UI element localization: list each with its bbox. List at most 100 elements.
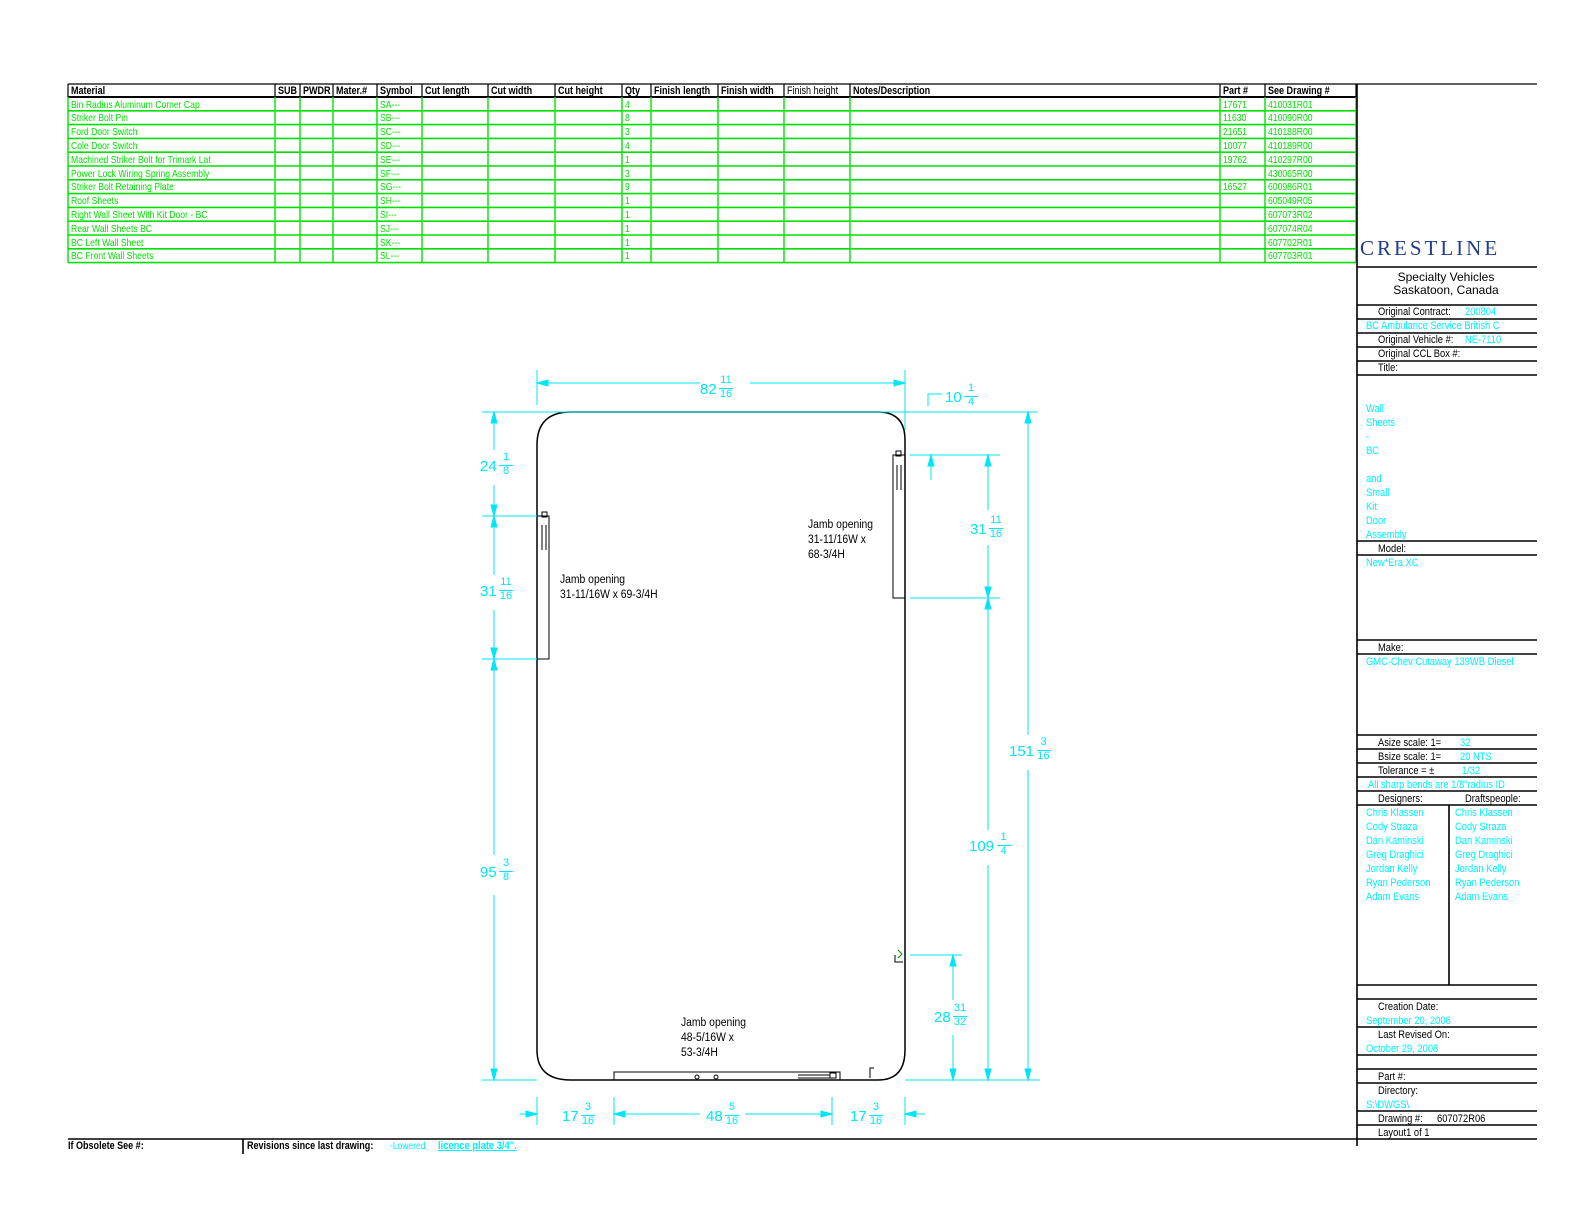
dim-fraction-bar [996, 845, 1011, 846]
cell-symbol: SD--- [380, 139, 401, 152]
cell-symbol: SH--- [380, 195, 401, 208]
dim-numerator: 1 [967, 382, 975, 394]
dim-whole: 24 [480, 458, 497, 475]
cell-symbol: SK--- [380, 236, 401, 249]
make-value: GMC-Chev Cutaway 139WB Diesel [1366, 656, 1514, 668]
bom-row-lines [68, 110, 1356, 264]
revisions-value: licence plate 3/4". [438, 1140, 517, 1152]
col-header: Cut length [425, 85, 470, 97]
dim-denominator: 8 [502, 871, 510, 883]
cell-symbol: SG--- [380, 181, 402, 194]
cell-drawing: 607703R01 [1268, 250, 1313, 263]
dim-whole: 31 [970, 521, 987, 538]
creation-date-label: Creation Date: [1378, 1001, 1439, 1013]
bottom-jamb [613, 1067, 874, 1081]
dim-denominator: 16 [499, 590, 513, 602]
designer-name: Cody Straza [1366, 821, 1418, 833]
model-value: New*Era XC [1366, 557, 1419, 569]
title-line: Wall [1366, 403, 1384, 415]
cell-symbol: SB--- [380, 112, 401, 125]
designer-name: Chris Klassen [1366, 807, 1424, 819]
note-left-jamb: Jamb opening 31-11/16W x 69-3/4H [560, 574, 658, 601]
designer-name: Greg Draghici [1366, 849, 1424, 861]
cell-symbol: SI--- [380, 208, 397, 221]
dim-numerator: 3 [502, 857, 510, 869]
dim-whole: 28 [934, 1009, 951, 1026]
dim-numerator: 5 [728, 1101, 736, 1113]
dim-whole: 17 [850, 1108, 867, 1125]
creation-date-value: September 20, 2006 [1366, 1015, 1451, 1027]
dim-denominator: 8 [502, 465, 510, 477]
original-ccl-label: Original CCL Box #: [1378, 348, 1461, 360]
make-label: Make: [1378, 642, 1404, 654]
title-block-lines [68, 84, 1537, 1154]
cell-qty: 1 [625, 153, 630, 166]
cell-material: Cole Door Switch [71, 139, 138, 152]
designer-name: Ryan Pederson [1366, 877, 1431, 889]
dim-numerator: 3 [1040, 736, 1047, 748]
cell-material: BC Left Wall Sheet [71, 236, 144, 249]
dim-denominator: 16 [725, 1115, 739, 1127]
tolerance-label: Tolerance = ± [1378, 765, 1435, 777]
designer-name: Dan Kaminski [1366, 835, 1424, 847]
dim-numerator: 11 [990, 514, 1002, 526]
cell-drawing: 410297R00 [1268, 153, 1313, 166]
draftsperson-name: Greg Draghici [1455, 849, 1513, 861]
col-header: Symbol [380, 85, 413, 97]
dim-denominator: 4 [967, 396, 975, 408]
draftsperson-name: Adam Evans [1455, 891, 1509, 903]
dim-numerator: 3 [584, 1101, 592, 1113]
cell-qty: 3 [625, 167, 630, 180]
cell-drawing: 410189R00 [1268, 139, 1313, 152]
draftsperson-name: Chris Klassen [1455, 807, 1513, 819]
original-vehicle-value: NE-7110 [1465, 334, 1502, 346]
title-label: Title: [1378, 362, 1398, 374]
bsize-value: 20 NTS [1460, 751, 1492, 763]
cell-material: Ford Door Switch [71, 126, 138, 139]
cell-qty: 4 [625, 139, 630, 152]
dim-numerator: 31 [953, 1002, 967, 1014]
company-name: Specialty Vehicles [1397, 270, 1495, 284]
dim-whole: 82 [700, 381, 717, 398]
dim-fraction-bar [499, 590, 513, 591]
dim-denominator: 16 [869, 1115, 883, 1127]
original-contract-label: Original Contract: [1378, 306, 1451, 318]
title-line: Sheets [1366, 417, 1396, 429]
cell-part: 10077 [1223, 139, 1247, 152]
draftsperson-name: Jordan Kelly [1455, 863, 1507, 875]
cell-material: Striker Bolt Retaining Plate [71, 181, 174, 194]
asize-value: 32 [1460, 737, 1471, 749]
designers-label: Designers: [1378, 793, 1423, 805]
cell-material: BC Front Wall Sheets [71, 250, 154, 263]
cell-symbol: SC--- [380, 126, 401, 139]
cell-material: Striker Bolt Pin [71, 112, 128, 125]
col-header: SUB [278, 85, 298, 97]
dim-fraction-bar [499, 465, 513, 466]
title-line: Small [1366, 487, 1390, 499]
dimension-lines [482, 370, 1040, 1125]
draftspeople-label: Draftspeople: [1465, 793, 1521, 805]
last-revised-label: Last Revised On: [1378, 1029, 1450, 1041]
cell-drawing: 410031R01 [1268, 98, 1313, 111]
cell-drawing: 410090R00 [1268, 112, 1313, 125]
draftsperson-name: Ryan Pederson [1455, 877, 1520, 889]
customer-name: BC Ambulance Service British C [1366, 320, 1500, 332]
hinge-mark [897, 949, 903, 959]
cell-qty: 3 [625, 126, 630, 139]
last-revised-value: October 29, 2008 [1366, 1043, 1439, 1055]
col-header: Cut height [558, 85, 603, 97]
bom-col-lines [67, 84, 1357, 263]
cell-material: Power Lock Wiring Spring Assembly [71, 167, 210, 180]
title-line: and [1366, 473, 1382, 485]
col-header: Finish length [654, 85, 711, 97]
designer-name: Jordan Kelly [1366, 863, 1418, 875]
cell-symbol: SA--- [380, 98, 401, 111]
cell-qty: 8 [625, 112, 630, 125]
title-line: BC [1366, 445, 1379, 457]
tolerance-value: 1/32 [1462, 765, 1481, 777]
dim-whole: 48 [706, 1108, 723, 1125]
col-header: Mater.# [336, 85, 368, 97]
designer-name: Adam Evans [1366, 891, 1420, 903]
col-header: Finish width [721, 85, 774, 97]
